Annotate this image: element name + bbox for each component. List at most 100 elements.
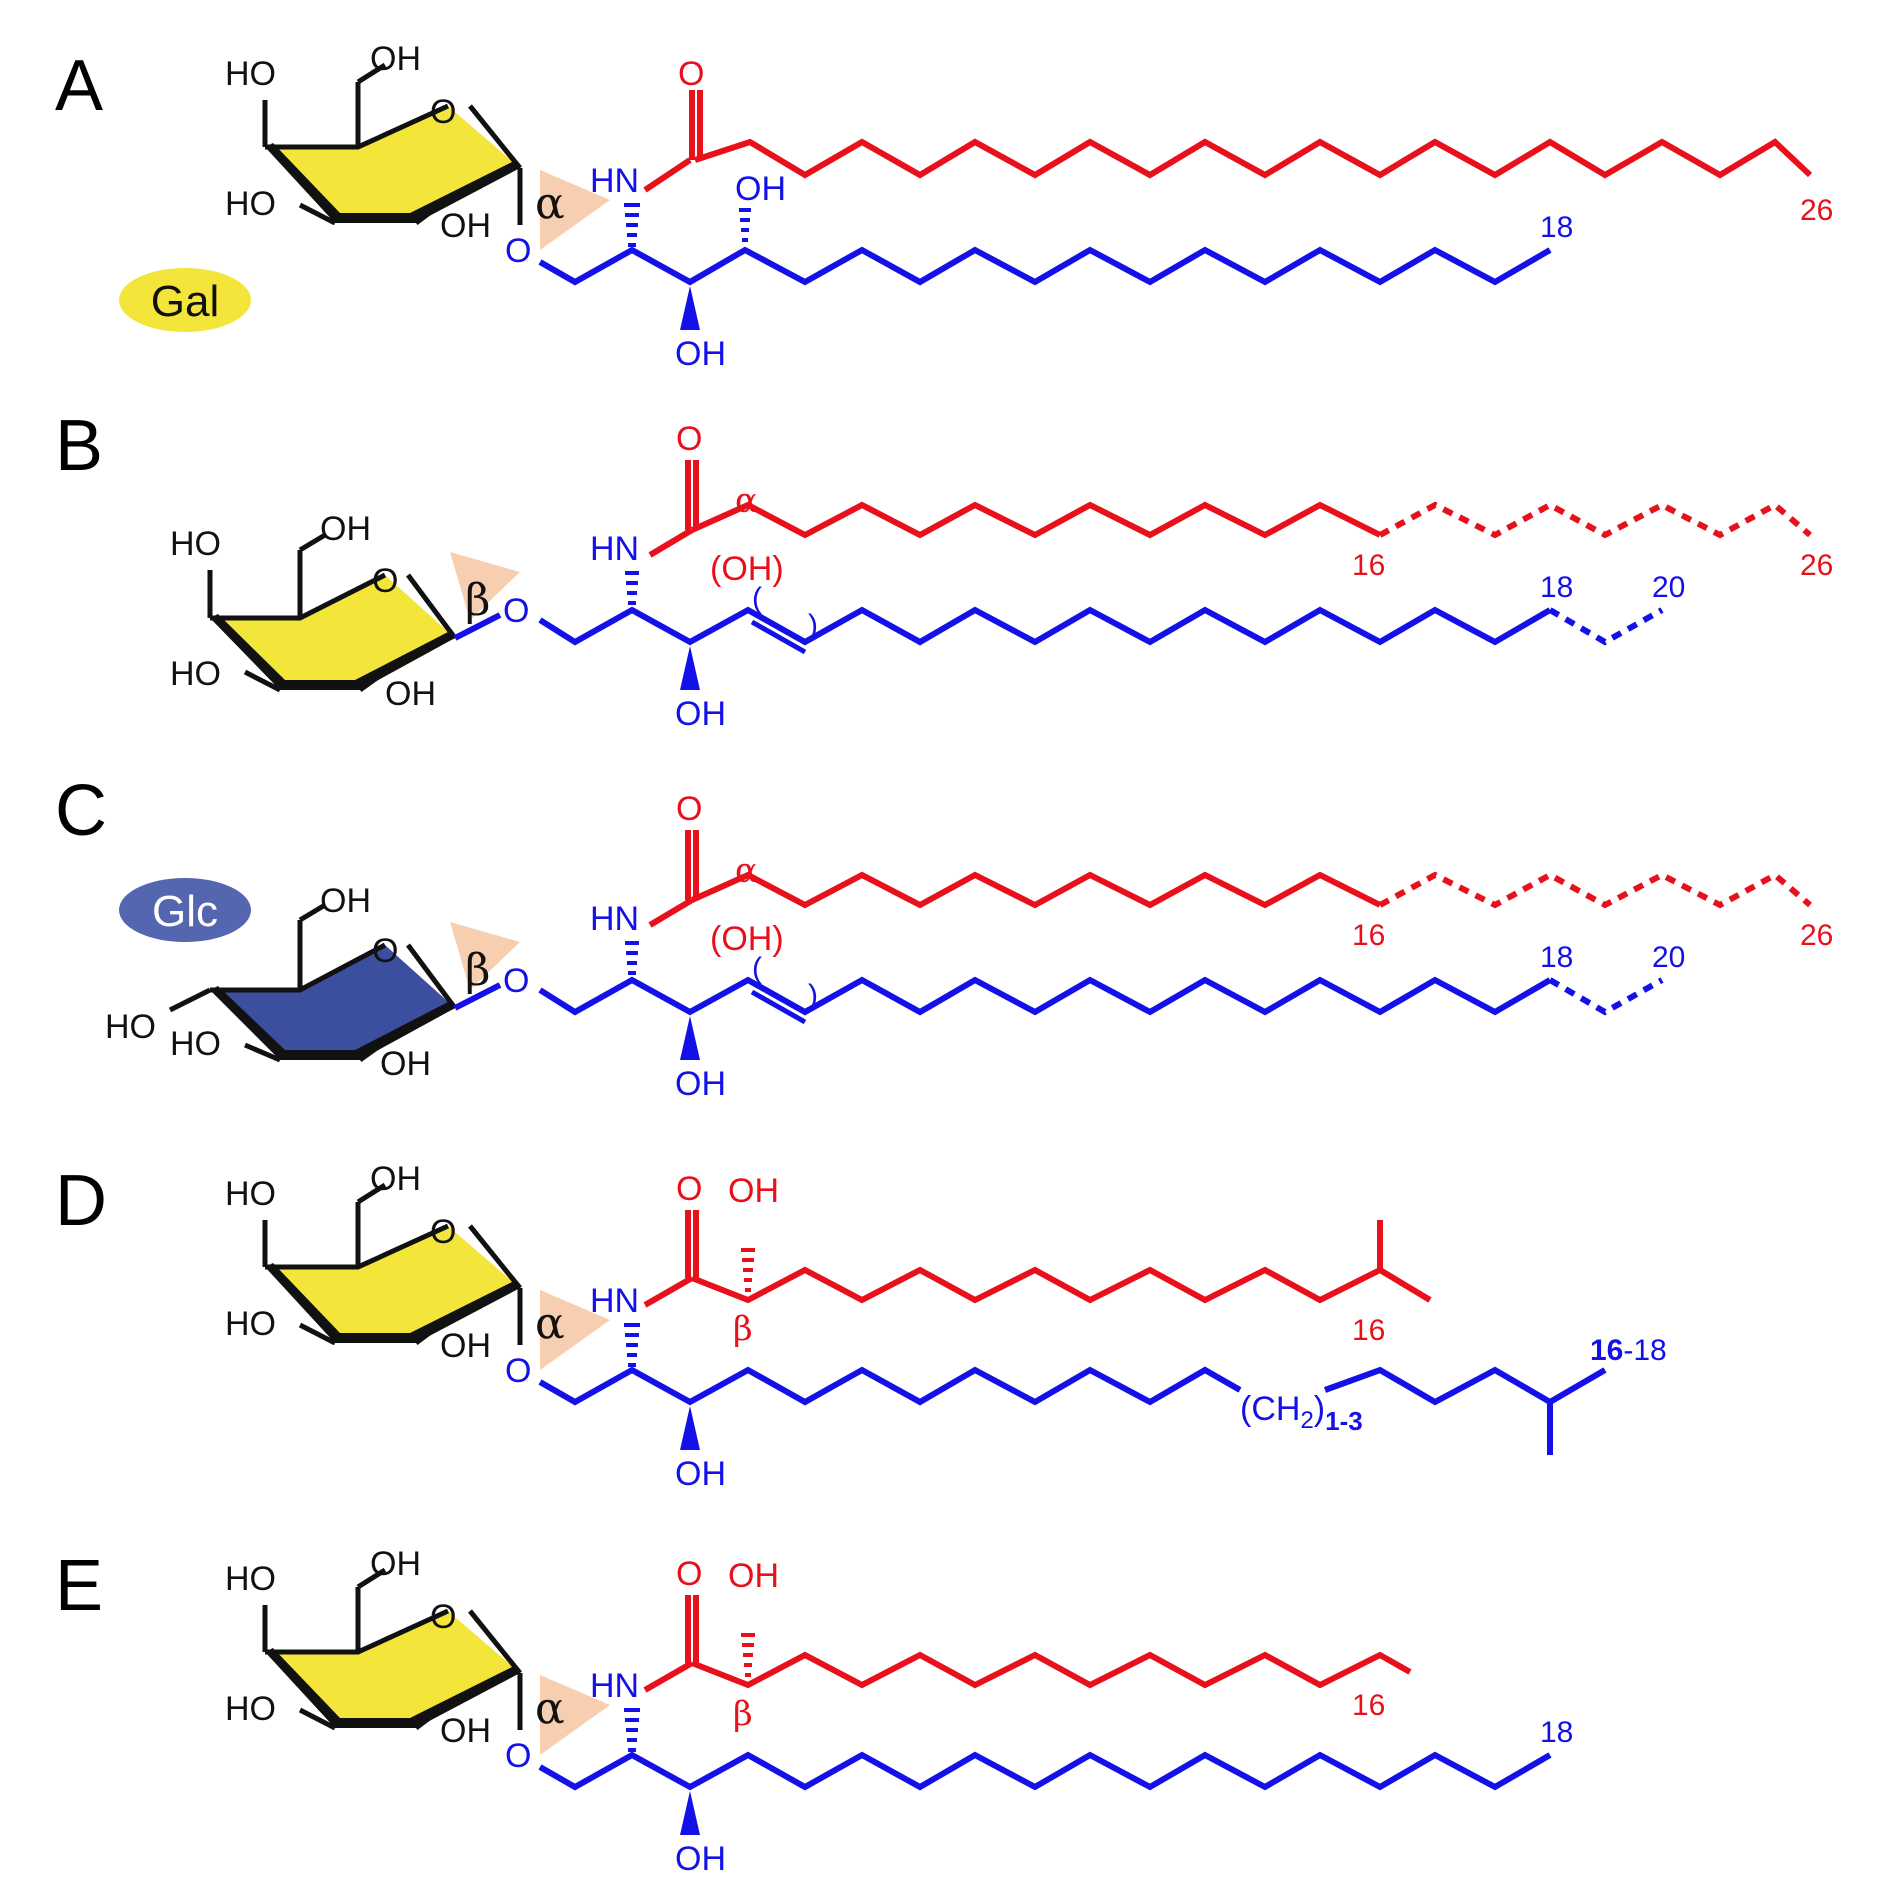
oh-label: OH	[385, 675, 436, 713]
ring-oxygen-label: O	[372, 562, 398, 600]
oh-solid-wedge	[680, 1016, 700, 1060]
anomer-symbol: β	[465, 945, 490, 996]
ring-oxygen-label: O	[430, 1213, 456, 1251]
acyl-end-label: 26	[1800, 919, 1833, 952]
oh-label: OH	[370, 1160, 421, 1198]
double-bond-close-paren: )	[808, 609, 818, 642]
panel-a-letter: A	[55, 46, 103, 126]
acyl-alpha-label: α	[735, 851, 758, 891]
ch2-count: 1-3	[1325, 1406, 1363, 1436]
galactose-badge-label: Gal	[151, 277, 219, 326]
sphingoid-end-label: 18	[1540, 1716, 1573, 1749]
anomer-symbol: α	[535, 178, 565, 229]
sphingoid-end-label: 20	[1652, 941, 1685, 974]
panel-c: C Glc OH O HO HO OH β O ( ) 18 20	[55, 771, 1833, 1103]
beta-oh-label: OH	[728, 1557, 779, 1595]
ho-label: HO	[225, 1560, 276, 1598]
hn-label: HN	[590, 1282, 639, 1320]
ho-label: HO	[225, 185, 276, 223]
nh-hashed-wedge	[625, 571, 639, 605]
beta-oh-hashed-wedge	[741, 1633, 755, 1677]
sphingoid-chain	[538, 1751, 1552, 1791]
oh-label: OH	[675, 695, 726, 733]
glucose-ring	[168, 902, 502, 1063]
sphingoid-terminal-chain	[1323, 1366, 1607, 1406]
carbonyl-oxygen-label: O	[678, 55, 704, 93]
ho-label: HO	[225, 1690, 276, 1728]
ring-oxygen-label: O	[430, 93, 456, 131]
anomer-symbol: β	[465, 575, 490, 626]
oh-label: OH	[440, 1712, 491, 1750]
sphingoid-end-label: 20	[1652, 571, 1685, 604]
acyl-beta-label: β	[733, 1309, 753, 1349]
oh-label: OH	[440, 1327, 491, 1365]
anomer-highlight	[540, 1675, 610, 1755]
glucose-badge	[119, 878, 251, 942]
ring-oxygen-label: O	[430, 1598, 456, 1636]
oh-label: OH	[675, 1840, 726, 1878]
oh-label: OH	[370, 40, 421, 78]
nh-hashed-wedge	[624, 1323, 640, 1367]
nh-hashed-wedge	[624, 1708, 640, 1752]
hn-label: HN	[590, 162, 639, 200]
ho-label: HO	[105, 1008, 156, 1046]
sphingoid-chain	[538, 976, 1552, 1016]
anomer-highlight	[450, 922, 520, 990]
optional-hydroxyl-label: (OH)	[710, 920, 784, 958]
acyl-optional-extension	[1378, 871, 1812, 909]
panel-b-letter: B	[55, 406, 103, 486]
oh-label: OH	[675, 1455, 726, 1493]
oh-solid-wedge	[680, 646, 700, 690]
ho-label: HO	[170, 655, 221, 693]
panel-c-letter: C	[55, 771, 107, 851]
carbonyl-oxygen-label: O	[676, 790, 702, 828]
sphingoid-chain	[538, 606, 1552, 646]
oh-label: OH	[370, 1545, 421, 1583]
sphingoid-mid-label: 18	[1540, 571, 1573, 604]
sphingoid-end-label-bold: 16	[1590, 1334, 1623, 1367]
galactose-ring	[207, 532, 502, 693]
double-bond-open-paren: (	[752, 582, 762, 615]
sphingoid-optional-extension	[1548, 607, 1664, 646]
acyl-optional-extension	[1378, 501, 1812, 539]
sphingoid-end-label: 18	[1540, 211, 1573, 244]
carbonyl-oxygen-label: O	[676, 420, 702, 458]
ch2-repeat-label: (CH2)1-3	[1240, 1390, 1363, 1436]
ho-label: HO	[170, 525, 221, 563]
nh-hashed-wedge	[625, 941, 639, 975]
acyl-mid-label: 16	[1352, 549, 1385, 582]
galactose-ring	[262, 62, 523, 226]
acyl-chain	[694, 138, 1813, 179]
oh-label: OH	[675, 335, 726, 373]
panel-e-letter: E	[55, 1546, 103, 1626]
acyl-chain	[690, 1651, 1412, 1689]
acyl-chain	[690, 501, 1382, 539]
galactose-ring	[262, 1182, 523, 1346]
acyl-chain	[690, 1266, 1382, 1304]
double-bond-close-paren: )	[808, 979, 818, 1012]
oh-solid-wedge	[680, 1406, 700, 1450]
ch2-close: )	[1314, 1390, 1325, 1428]
acyl-beta-label: β	[733, 1694, 753, 1734]
acyl-end-label: 16	[1352, 1689, 1385, 1722]
oh-hashed-wedge	[739, 208, 751, 242]
ho-label: HO	[225, 1305, 276, 1343]
oh-label: OH	[320, 510, 371, 548]
beta-oh-label: OH	[728, 1172, 779, 1210]
ho-label: HO	[170, 1025, 221, 1063]
optional-double-bond	[750, 989, 807, 1025]
anomer-symbol: α	[535, 1683, 565, 1734]
anomer-highlight	[540, 170, 610, 250]
galactose-ring	[262, 1567, 523, 1731]
ho-label: HO	[225, 1175, 276, 1213]
glycosidic-oxygen-label: O	[503, 592, 529, 630]
oh-solid-wedge	[680, 1791, 700, 1835]
anomer-symbol: α	[535, 1298, 565, 1349]
glycosidic-oxygen-label: O	[505, 1352, 531, 1390]
anomer-highlight	[540, 1290, 610, 1370]
anomer-highlight	[450, 552, 520, 620]
oh-label: OH	[675, 1065, 726, 1103]
sphingoid-mid-label: 18	[1540, 941, 1573, 974]
optional-double-bond	[750, 619, 807, 655]
